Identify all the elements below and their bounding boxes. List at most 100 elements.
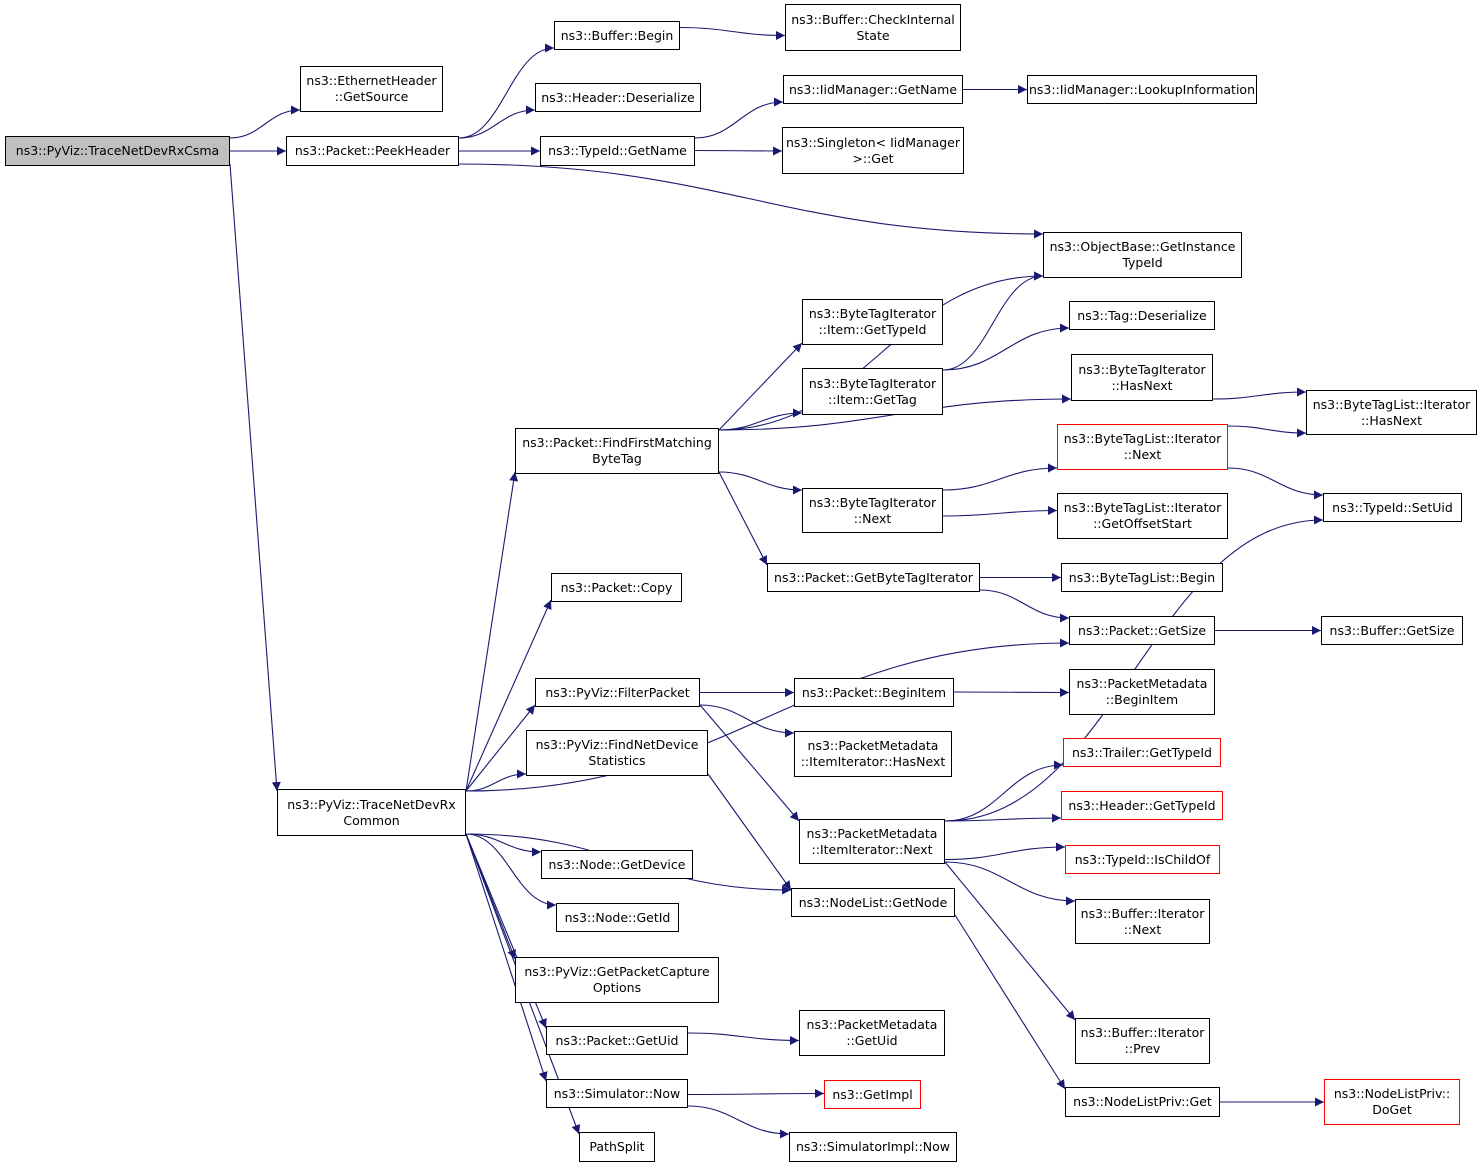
node-packet-begin-item[interactable]: ns3::Packet::BeginItem [794, 678, 954, 707]
node-label-line1: ns3::PacketMetadata [806, 825, 938, 841]
edge-bytetagiterator_item_get_tag-to-tag_deserialize [942, 323, 1070, 371]
edge-packet_peek_header-to-objectbase_get_instance_typeid [458, 163, 1044, 239]
node-label-line2: State [856, 27, 890, 43]
node-label: ns3::Header::Deserialize [541, 89, 695, 105]
node-nodelist-get-node[interactable]: ns3::NodeList::GetNode [791, 888, 955, 917]
node-singleton-iidmanager-get[interactable]: ns3::Singleton< IidManager>::Get [782, 127, 964, 174]
node-iidmanager-lookup-information[interactable]: ns3::IidManager::LookupInformation [1027, 75, 1257, 104]
node-label: ns3::TypeId::SetUid [1332, 499, 1453, 515]
edge-bytetagiterator_next-to-bytetaglist_iterator_get_offset_start [942, 506, 1058, 517]
node-bytetaglist-begin[interactable]: ns3::ByteTagList::Begin [1061, 563, 1223, 592]
node-label-line2: ::ItemIterator::HasNext [800, 754, 946, 769]
node-label-line1: ns3::PyViz::FindNetDevice [535, 737, 699, 752]
edge-typeid_get_name-to-iidmanager_get_name [694, 97, 784, 139]
edge-pyviz_find_net_device_statistics-to-nodelist_get_node [707, 773, 792, 891]
node-label-line2: ::ItemIterator::Next [811, 841, 933, 857]
node-packetmetadata-begin-item[interactable]: ns3::PacketMetadata::BeginItem [1069, 669, 1215, 715]
node-trailer-get-typeid[interactable]: ns3::Trailer::GetTypeId [1063, 738, 1221, 767]
node-label: ns3::Packet::GetSize [1077, 622, 1207, 638]
node-packetmetadata-itemiterator-has-next[interactable]: ns3::PacketMetadata::ItemIterator::HasNe… [794, 731, 952, 777]
node-get-impl[interactable]: ns3::GetImpl [824, 1080, 921, 1109]
node-buffer-get-size[interactable]: ns3::Buffer::GetSize [1321, 616, 1463, 645]
node-packet-peek-header[interactable]: ns3::Packet::PeekHeader [286, 136, 459, 166]
node-label-line2: ::HasNext [1111, 377, 1173, 393]
node-path-split[interactable]: PathSplit [579, 1132, 655, 1162]
node-bytetagiterator-next[interactable]: ns3::ByteTagIterator::Next [802, 488, 943, 533]
node-simulator-now[interactable]: ns3::Simulator::Now [546, 1079, 688, 1108]
node-label: ns3::NodeList::GetNode [798, 894, 948, 910]
node-label: ns3::PyViz::TraceNetDevRxCsma [15, 143, 220, 158]
node-nodelistpriv-get[interactable]: ns3::NodeListPriv::Get [1065, 1087, 1220, 1117]
node-bytetagiterator-item-get-typeid[interactable]: ns3::ByteTagIterator::Item::GetTypeId [802, 299, 943, 345]
edge-packet_begin_item-to-packetmetadata_begin_item [953, 687, 1070, 697]
node-label-line2: ::Next [853, 510, 892, 526]
edge-packetmetadata_itemiterator_next-to-trailer_get_typeid [944, 760, 1064, 822]
node-simulatorimpl-now[interactable]: ns3::SimulatorImpl::Now [789, 1132, 957, 1162]
node-header-get-typeid[interactable]: ns3::Header::GetTypeId [1061, 791, 1223, 820]
node-label: ns3::Node::GetId [564, 909, 671, 925]
edge-trace_net_dev_rx_common-to-node_get_id [465, 833, 557, 910]
node-packet-get-uid[interactable]: ns3::Packet::GetUid [546, 1026, 688, 1055]
node-label-line1: ns3::PacketMetadata [807, 738, 939, 753]
node-label-line1: ns3::ObjectBase::GetInstance [1049, 239, 1236, 254]
node-buffer-iterator-next[interactable]: ns3::Buffer::Iterator::Next [1075, 899, 1210, 944]
node-label-line1: ns3::ByteTagList::Iterator [1063, 500, 1222, 515]
edge-trace_net_dev_rx_common-to-packet_copy [465, 599, 552, 792]
node-label: ns3::TypeId::GetName [548, 143, 687, 158]
node-nodelistpriv-do-get[interactable]: ns3::NodeListPriv::DoGet [1324, 1079, 1460, 1125]
edge-nodelist_get_node-to-nodelistpriv_get [954, 914, 1066, 1090]
node-label-line1: ns3::ByteTagList::Iterator [1063, 431, 1222, 446]
node-buffer-iterator-prev[interactable]: ns3::Buffer::Iterator::Prev [1075, 1018, 1210, 1064]
edge-bytetaglist_iterator_next-to-bytetaglist_iterator_has_next [1227, 425, 1307, 438]
node-bytetagiterator-has-next[interactable]: ns3::ByteTagIterator::HasNext [1071, 354, 1213, 401]
node-tag-deserialize[interactable]: ns3::Tag::Deserialize [1069, 301, 1215, 330]
edge-pyviz_filter_packet-to-packetmetadata_itemiterator_next [699, 704, 800, 822]
edge-packet_get_uid-to-packetmetadata_get_uid [687, 1032, 800, 1045]
node-bytetaglist-iterator-get-offset-start[interactable]: ns3::ByteTagList::Iterator::GetOffsetSta… [1057, 493, 1228, 539]
edge-pyviz_filter_packet-to-packetmetadata_itemiterator_has_next [699, 704, 795, 738]
node-bytetaglist-iterator-next[interactable]: ns3::ByteTagList::Iterator::Next [1057, 424, 1228, 470]
node-header-deserialize[interactable]: ns3::Header::Deserialize [535, 83, 701, 112]
edge-trace_net_dev_rx_common-to-packet_get_size [465, 638, 1070, 792]
node-label: ns3::Trailer::GetTypeId [1072, 744, 1212, 760]
node-packetmetadata-get-uid[interactable]: ns3::PacketMetadata::GetUid [799, 1010, 945, 1056]
node-ethernet-header-get-source[interactable]: ns3::EthernetHeader::GetSource [300, 66, 443, 112]
node-packetmetadata-itemiterator-next[interactable]: ns3::PacketMetadata::ItemIterator::Next [799, 819, 945, 864]
node-trace-net-dev-rx-csma[interactable]: ns3::PyViz::TraceNetDevRxCsma [5, 136, 230, 166]
node-label-line1: ns3::PyViz::GetPacketCapture [524, 964, 710, 979]
node-packet-get-size[interactable]: ns3::Packet::GetSize [1069, 616, 1215, 645]
edge-trace_net_dev_rx_common-to-pyviz_find_net_device_statistics [465, 769, 527, 792]
edge-trace_net_dev_rx_csma-to-ethernet_header_get_source [229, 105, 301, 139]
node-node-get-id[interactable]: ns3::Node::GetId [556, 903, 679, 932]
edge-packetmetadata_itemiterator_next-to-buffer_iterator_prev [944, 861, 1076, 1021]
node-typeid-is-child-of[interactable]: ns3::TypeId::IsChildOf [1065, 845, 1220, 874]
node-bytetaglist-iterator-has-next[interactable]: ns3::ByteTagList::Iterator::HasNext [1306, 390, 1477, 435]
node-bytetagiterator-item-get-tag[interactable]: ns3::ByteTagIterator::Item::GetTag [802, 368, 943, 415]
node-typeid-set-uid[interactable]: ns3::TypeId::SetUid [1323, 493, 1462, 522]
node-label: ns3::Buffer::Begin [560, 27, 674, 43]
node-packet-get-bytetag-iterator[interactable]: ns3::Packet::GetByteTagIterator [767, 563, 980, 592]
node-label-line1: ns3::Buffer::Iterator [1080, 1025, 1205, 1040]
node-node-get-device[interactable]: ns3::Node::GetDevice [541, 850, 693, 879]
node-label-line2: ::Next [1123, 921, 1162, 937]
node-buffer-begin[interactable]: ns3::Buffer::Begin [554, 21, 680, 50]
node-pyviz-filter-packet[interactable]: ns3::PyViz::FilterPacket [535, 678, 700, 707]
node-iidmanager-get-name[interactable]: ns3::IidManager::GetName [783, 75, 963, 104]
node-label: ns3::Simulator::Now [553, 1085, 681, 1101]
edge-packet_find_first_matching_bytetag-to-bytetagiterator_next [718, 471, 803, 495]
edge-trace_net_dev_rx_csma-to-trace_net_dev_rx_common [229, 163, 281, 792]
node-label-line2: Options [592, 980, 642, 995]
node-label-line1: ns3::ByteTagIterator [808, 306, 937, 321]
node-label-line2: Statistics [588, 753, 646, 768]
node-typeid-get-name[interactable]: ns3::TypeId::GetName [540, 136, 695, 166]
node-packet-copy[interactable]: ns3::Packet::Copy [551, 573, 682, 602]
node-label-line1: ns3::ByteTagIterator [808, 375, 937, 391]
node-label-line2: DoGet [1372, 1102, 1412, 1117]
